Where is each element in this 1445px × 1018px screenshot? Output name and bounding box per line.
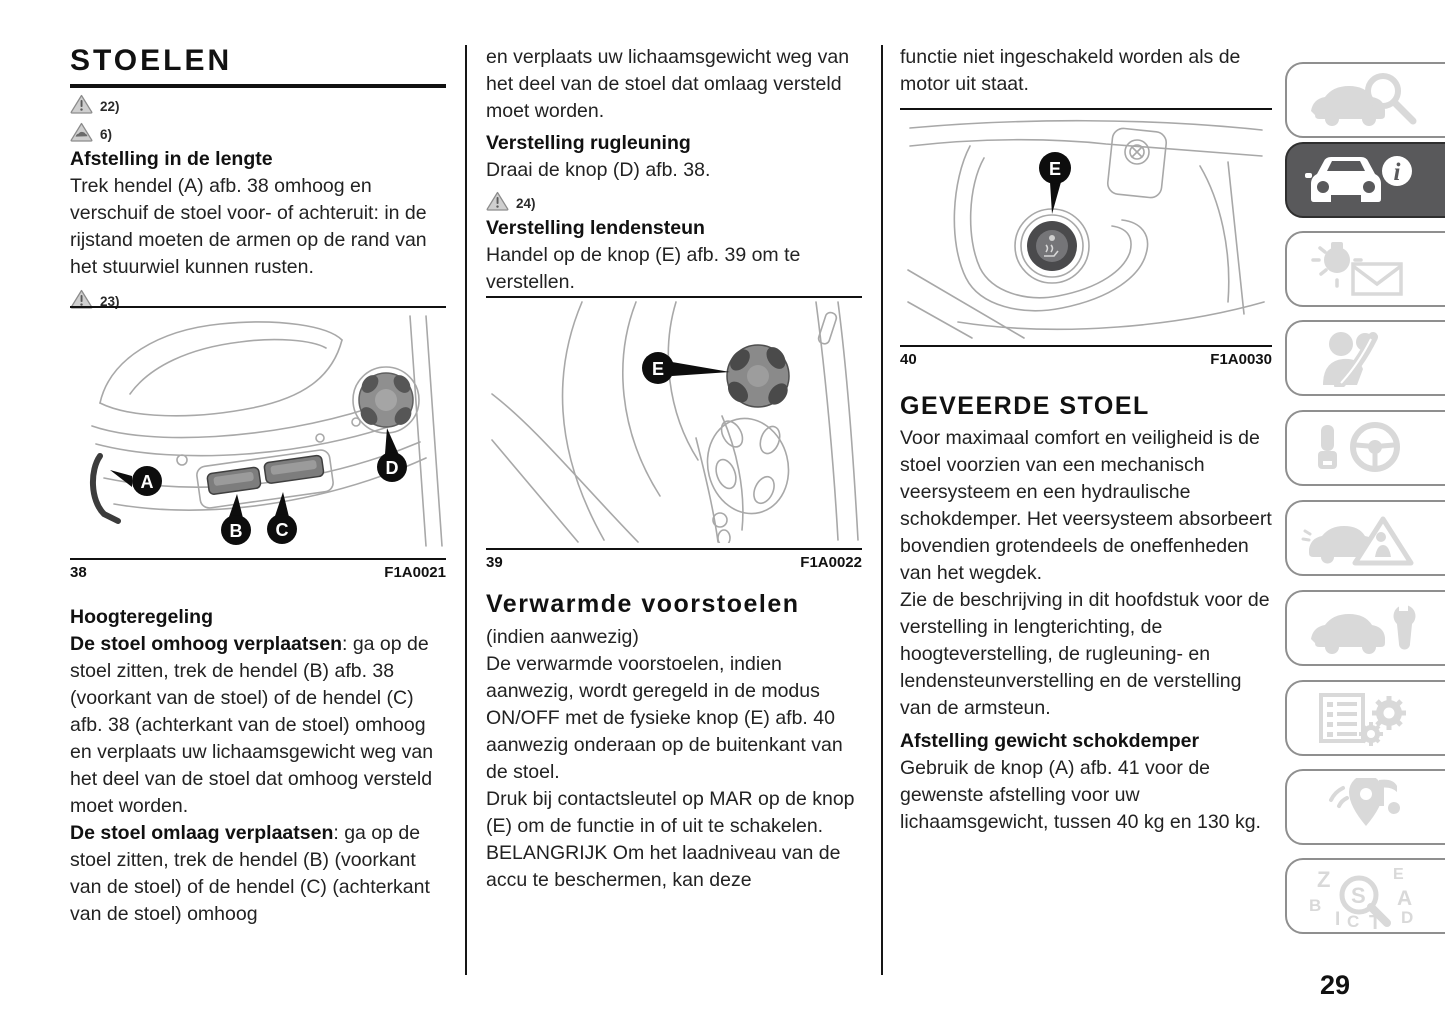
column-divider — [465, 45, 467, 975]
svg-text:Z: Z — [1317, 867, 1330, 892]
warning-ref-label: 22) — [100, 98, 120, 114]
figure-code: F1A0030 — [1210, 351, 1272, 368]
figure-code: F1A0021 — [384, 564, 446, 581]
paragraph: De stoel omhoog verplaatsen: ga op de st… — [70, 633, 434, 817]
paragraph: Voor maximaal comfort en veiligheid is d… — [900, 427, 1272, 584]
figure-rule — [70, 558, 446, 560]
svg-text:B: B — [1309, 896, 1321, 915]
paragraph: functie niet ingeschakeld worden als de … — [900, 46, 1241, 95]
paragraph: Trek hendel (A) afb. 38 omhoog en versch… — [70, 175, 427, 278]
hoogteregeling-section: Hoogteregeling De stoel omhoog verplaats… — [70, 604, 446, 928]
warning-lights-message-icon — [1311, 242, 1403, 296]
svg-text:I: I — [1335, 909, 1340, 929]
sidebar-tab-technical-data[interactable] — [1285, 680, 1445, 756]
paragraph: en verplaats uw lichaamsgewicht weg van … — [486, 46, 850, 122]
figure-rule — [900, 108, 1272, 110]
figure-number: 38 — [70, 564, 87, 581]
paragraph: Gebruik de knop (A) afb. 41 voor de gewe… — [900, 757, 1261, 833]
verwarmde-section: (indien aanwezig) De verwarmde voorstoel… — [486, 624, 862, 894]
multimedia-icon — [1329, 778, 1400, 826]
warning-ref-label: 6) — [100, 126, 113, 142]
warning-triangle-icon — [70, 94, 93, 114]
svg-text:S: S — [1351, 883, 1366, 908]
paragraph: De stoel omlaag verplaatsen: ga op de st… — [70, 822, 430, 925]
figure-label-C: C — [276, 520, 289, 540]
column-divider — [881, 45, 883, 975]
seat-adjustment-illustration: A B C D — [70, 308, 446, 553]
section-heading: GEVEERDE STOEL — [900, 392, 1150, 420]
page-title: STOELEN — [70, 44, 446, 88]
warning-ref-label: 23) — [100, 293, 120, 309]
sidebar-tab-warning-lights[interactable] — [1285, 231, 1445, 307]
car-damage-triangle-icon — [70, 122, 93, 142]
subsection-heading: Verstelling lendensteun — [486, 217, 705, 239]
right-column: functie niet ingeschakeld worden als de … — [900, 44, 1272, 974]
paragraph: BELANGRIJK Om het laadniveau van de accu… — [486, 842, 841, 891]
figure-rule — [900, 345, 1272, 347]
alphabetical-index-icon: Z E B A I C T D S — [1309, 866, 1413, 929]
subsection-heading: Afstelling in de lengte — [70, 148, 273, 170]
subsection-heading: Hoogteregeling — [70, 606, 214, 628]
middle-column: en verplaats uw lichaamsgewicht weg van … — [486, 44, 862, 974]
figure-40: E 40 F1A0030 — [900, 108, 1272, 368]
paragraph: Zie de beschrijving in dit hoofdstuk voo… — [900, 589, 1270, 719]
figure-rule — [486, 548, 862, 550]
safety-seatbelt-icon — [1323, 332, 1378, 387]
heated-seat-button-illustration: E — [900, 110, 1272, 340]
sidebar-tab-emergency[interactable] — [1285, 500, 1445, 576]
svg-text:A: A — [1397, 887, 1412, 910]
paragraph: Druk bij contactsleutel op MAR op de kno… — [486, 788, 855, 837]
sidebar-tab-starting-driving[interactable] — [1285, 410, 1445, 486]
figure-number: 39 — [486, 554, 503, 571]
key-steering-wheel-icon — [1318, 422, 1400, 472]
figure-39: E 39 F1A0022 — [486, 296, 862, 571]
figure-label-B: B — [230, 521, 243, 541]
paragraph: Draai de knop (D) afb. 38. — [486, 159, 711, 181]
sidebar-tab-index[interactable]: Z E B A I C T D S — [1285, 858, 1445, 934]
sidebar-tab-service[interactable] — [1285, 590, 1445, 666]
car-search-icon — [1311, 73, 1417, 126]
spec-list-gears-icon — [1319, 693, 1406, 746]
sidebar-tab-car-search[interactable] — [1285, 62, 1445, 138]
figure-rule — [486, 296, 862, 298]
warning-ref-row: 24) — [486, 189, 536, 213]
section-heading: Verwarmde voorstoelen — [486, 590, 800, 618]
info-glyph: i — [1394, 159, 1401, 186]
left-column: STOELEN 22) 6) Afstelling in de lengte T… — [70, 44, 446, 974]
warning-triangle-icon — [486, 191, 509, 211]
svg-text:D: D — [1401, 908, 1413, 927]
paragraph: (indien aanwezig) — [486, 626, 639, 648]
figure-code: F1A0022 — [800, 554, 862, 571]
figure-label-D: D — [386, 458, 399, 478]
figure-number: 40 — [900, 351, 917, 368]
sidebar-tab-multimedia[interactable] — [1285, 769, 1445, 845]
svg-text:C: C — [1347, 912, 1359, 929]
sidebar-tab-car-info[interactable]: i — [1285, 142, 1445, 218]
paragraph: Handel op de knop (E) afb. 39 om te vers… — [486, 244, 801, 293]
car-wrench-service-icon — [1311, 601, 1416, 654]
warning-ref-label: 24) — [516, 195, 536, 211]
figure-label-E: E — [652, 359, 664, 379]
lumbar-knob-illustration: E — [486, 298, 862, 543]
car-info-icon: i — [1305, 156, 1412, 202]
figure-rule — [70, 306, 446, 308]
paragraph: De verwarmde voorstoelen, indien aanwezi… — [486, 653, 843, 783]
subsection-heading: Afstelling gewicht schokdemper — [900, 730, 1200, 752]
page-number: 29 — [1320, 970, 1351, 1000]
figure-label-A: A — [141, 472, 154, 492]
svg-text:E: E — [1393, 866, 1404, 883]
warning-ref-row: 22) — [70, 92, 120, 116]
warning-ref-row: 6) — [70, 120, 112, 144]
sidebar-tab-safety[interactable] — [1285, 320, 1445, 396]
subsection-heading: Verstelling rugleuning — [486, 132, 691, 154]
figure-label-E: E — [1049, 159, 1061, 179]
emergency-triangle-icon — [1301, 516, 1414, 566]
figure-38: A B C D 38 F1A0021 — [70, 306, 446, 581]
